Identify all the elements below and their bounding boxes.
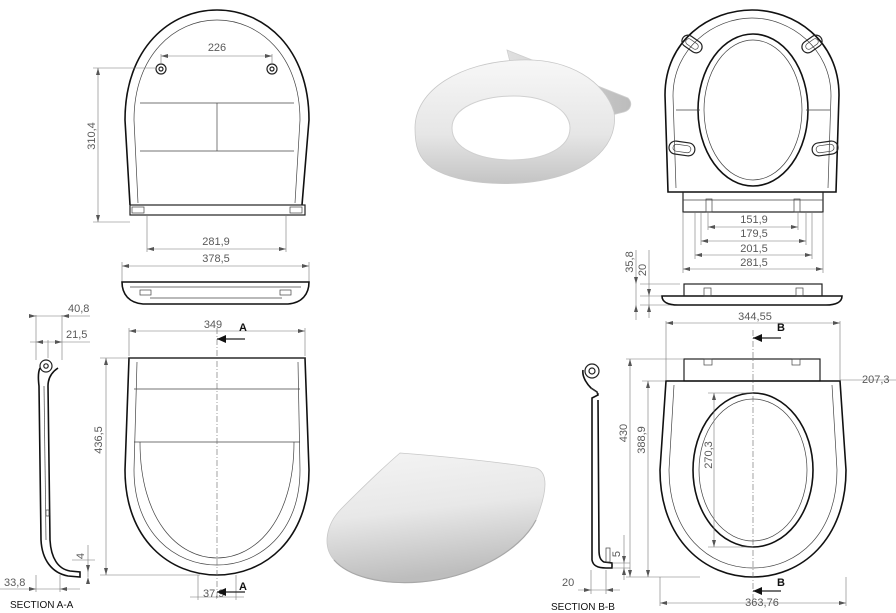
section-a-a: 40,8 21,5 4 33,8 SECTION A-A — [0, 303, 95, 611]
section-b-marker-bottom: B — [777, 577, 785, 589]
section-a-marker-bottom: A — [239, 581, 247, 593]
bumper-icon — [811, 140, 839, 157]
section-b-b-title: SECTION B-B — [551, 602, 615, 613]
section-b-b: 5 20 SECTION B-B — [551, 363, 630, 613]
bumper-icon — [801, 34, 823, 54]
dim-37-9-label: 37,9 — [203, 588, 224, 600]
dim-33-8-label: 33,8 — [4, 577, 25, 589]
dim-20-b-label: 20 — [562, 577, 574, 589]
dim-4-label: 4 — [75, 553, 87, 559]
dim-436-5-label: 436,5 — [93, 426, 105, 454]
seat-render — [414, 49, 632, 184]
dim-179-5-label: 179,5 — [740, 228, 768, 240]
section-a-marker-top: A — [239, 322, 247, 334]
screw-hole-left-icon — [155, 63, 167, 75]
seat-underside-view: 151,9 179,5 201,5 281,5 — [664, 9, 840, 273]
dim-388-9-label: 388,9 — [636, 426, 648, 454]
dim-35-8-label: 35,8 — [624, 251, 636, 272]
dim-201-5-label: 201,5 — [740, 243, 768, 255]
bumper-icon — [681, 34, 703, 54]
dim-270-3-label: 270,3 — [703, 441, 715, 469]
dim-5-label: 5 — [611, 551, 623, 557]
dim-344-55-label: 344,55 — [738, 311, 772, 323]
dim-281-5-label: 281,5 — [740, 257, 768, 269]
dim-40-8-label: 40,8 — [68, 303, 89, 315]
lid-front-view: 378,5 — [121, 253, 310, 305]
dim-430-label: 430 — [618, 424, 630, 442]
dim-207-3-label: 207,3 — [862, 374, 890, 386]
lid-top-view: 226 310,4 281,9 — [86, 9, 310, 252]
lid-render — [326, 452, 546, 584]
dim-310-4-label: 310,4 — [86, 122, 98, 150]
section-b-marker-top: B — [777, 322, 785, 334]
dim-226-label: 226 — [208, 42, 226, 54]
screw-hole-right-icon — [266, 63, 278, 75]
section-a-a-title: SECTION A-A — [10, 600, 74, 611]
seat-front-view: 35,8 20 — [624, 250, 843, 320]
dim-20-label: 20 — [637, 264, 649, 276]
bumper-icon — [668, 140, 696, 157]
dim-21-5-label: 21,5 — [66, 329, 87, 341]
dim-378-5-label: 378,5 — [202, 253, 230, 265]
dim-363-76-label: 363,76 — [745, 597, 779, 609]
dim-281-9-label: 281,9 — [202, 236, 230, 248]
dim-151-9-label: 151,9 — [740, 214, 768, 226]
seat-plan-view: 344,55 B 207,3 430 388,9 270,3 B — [618, 311, 896, 609]
lid-plan-view: 349 A 436,5 37,9 A — [93, 319, 310, 600]
dim-349-label: 349 — [204, 319, 222, 331]
